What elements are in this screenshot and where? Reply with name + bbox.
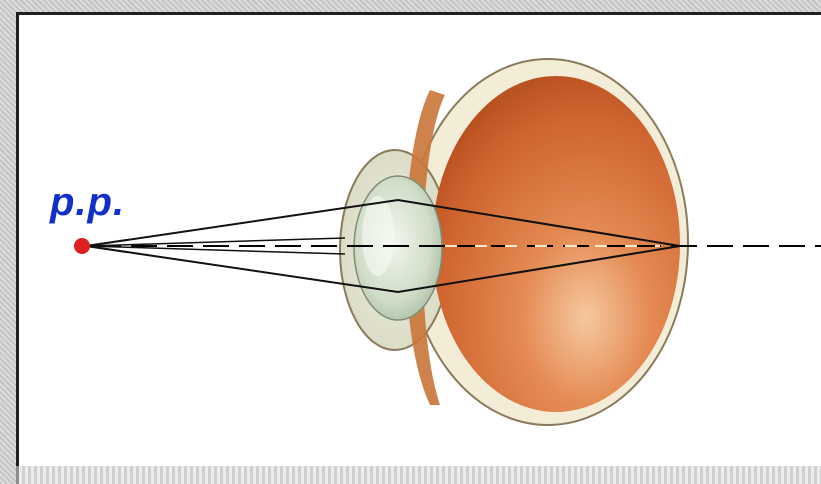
near-point-dot xyxy=(74,238,90,254)
lens-highlight xyxy=(362,196,394,276)
near-point-label: p.p. xyxy=(50,180,125,225)
vitreous-body xyxy=(432,76,680,412)
ray-inner-upper xyxy=(86,238,345,246)
ray-inner-lower xyxy=(86,246,345,254)
